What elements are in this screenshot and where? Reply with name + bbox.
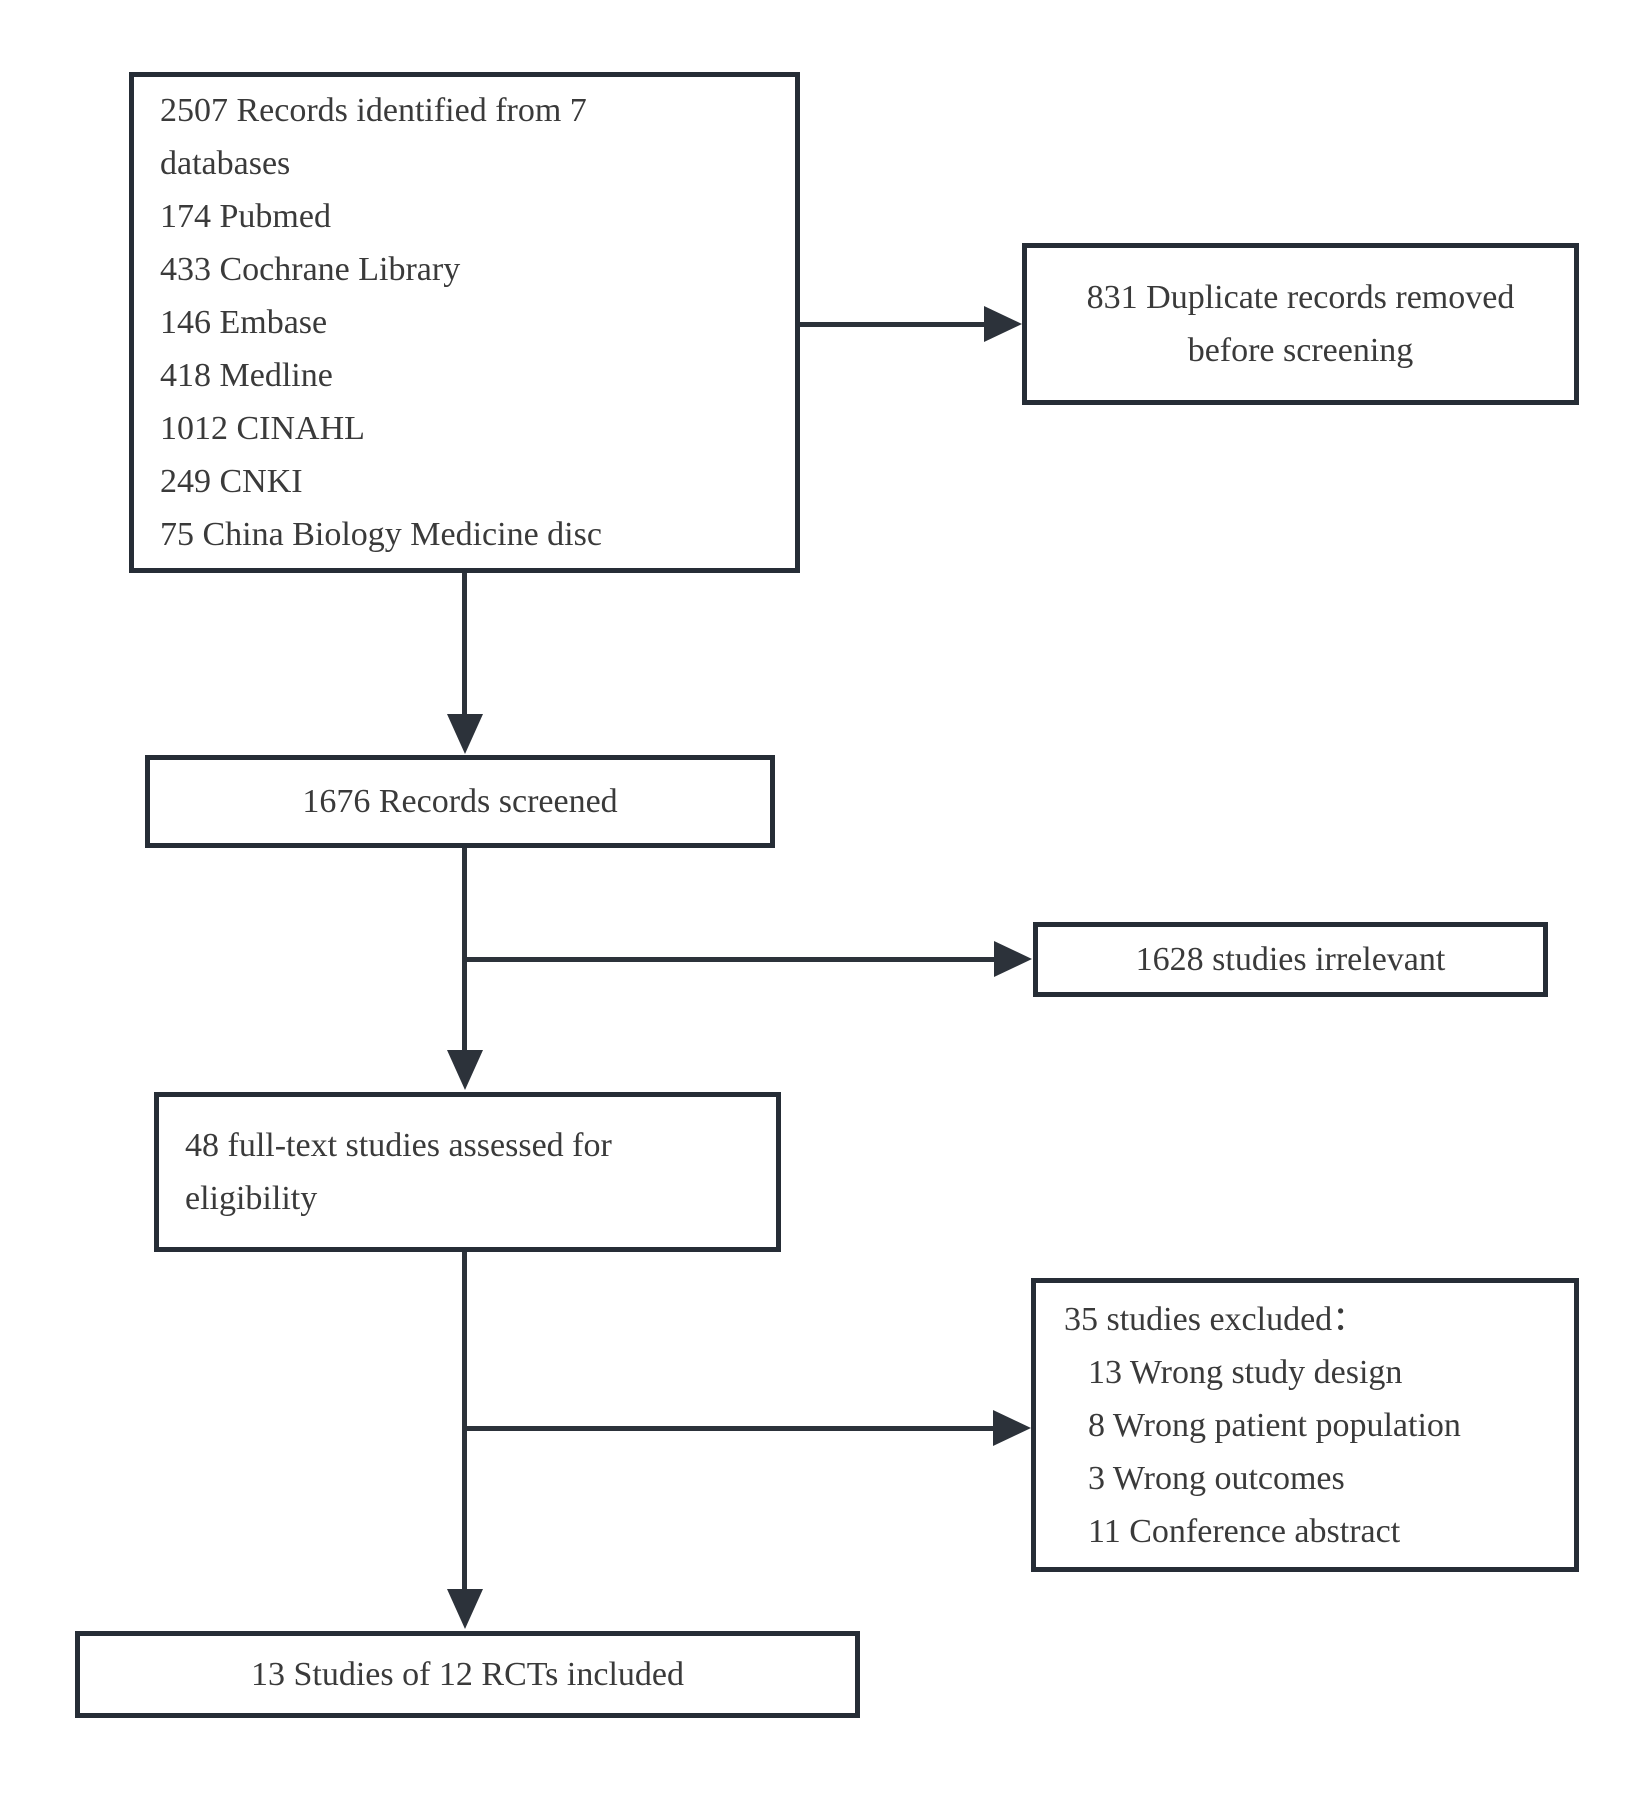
- box-fulltext-assessed: 48 full-text studies assessed for eligib…: [154, 1092, 781, 1252]
- box-studies-irrelevant: 1628 studies irrelevant: [1033, 922, 1548, 997]
- identification-line: 418 Medline: [160, 357, 333, 394]
- excluded-reason: 8 Wrong patient population: [1088, 1406, 1461, 1444]
- box-studies-included: 13 Studies of 12 RCTs included: [75, 1631, 860, 1718]
- identification-line: 174 Pubmed: [160, 198, 331, 235]
- included-label: 13 Studies of 12 RCTs included: [250, 1656, 684, 1693]
- connector-branch-irrelevant: [462, 957, 997, 962]
- connector-branch-excluded: [462, 1426, 995, 1431]
- excluded-reason: 13 Wrong study design: [1088, 1353, 1403, 1391]
- arrowhead-down-screened: [447, 714, 483, 754]
- identification-line: 433 Cochrane Library: [160, 251, 461, 288]
- records-screened-label: 1676 Records screened: [302, 783, 618, 820]
- excluded-reason: 11 Conference abstract: [1088, 1512, 1401, 1550]
- identification-line: 146 Embase: [160, 304, 328, 341]
- identification-line: 75 China Biology Medicine disc: [160, 516, 602, 553]
- fulltext-line: 48 full-text studies assessed for: [185, 1127, 612, 1164]
- box-duplicates-removed: 831 Duplicate records removed before scr…: [1022, 243, 1579, 405]
- identification-line: databases: [160, 145, 291, 182]
- identification-line: 2507 Records identified from 7: [160, 92, 587, 129]
- duplicates-line: before screening: [1187, 332, 1414, 369]
- arrowhead-down-fulltext: [447, 1050, 483, 1090]
- arrowhead-right-irrelevant: [994, 941, 1032, 977]
- box-records-screened: 1676 Records screened: [145, 755, 775, 848]
- connector-identified-to-screened: [462, 573, 467, 718]
- identification-line: 249 CNKI: [160, 463, 303, 500]
- connector-screened-to-fulltext: [462, 848, 467, 1054]
- arrowhead-right-excluded: [993, 1410, 1031, 1446]
- connector-identified-to-duplicates: [800, 322, 990, 327]
- excluded-heading: 35 studies excluded：: [1064, 1300, 1367, 1338]
- box-studies-excluded: 35 studies excluded： 13 Wrong study desi…: [1031, 1278, 1579, 1572]
- excluded-reason: 3 Wrong outcomes: [1088, 1459, 1345, 1497]
- arrowhead-right-duplicates: [984, 306, 1022, 342]
- connector-fulltext-to-included: [462, 1252, 467, 1593]
- box-records-identified: 2507 Records identified from 7 databases…: [129, 72, 800, 573]
- arrowhead-down-included: [447, 1589, 483, 1629]
- identification-line: 1012 CINAHL: [160, 410, 365, 447]
- duplicates-line: 831 Duplicate records removed: [1086, 279, 1515, 316]
- fulltext-line: eligibility: [185, 1180, 318, 1217]
- studies-irrelevant-label: 1628 studies irrelevant: [1135, 941, 1446, 978]
